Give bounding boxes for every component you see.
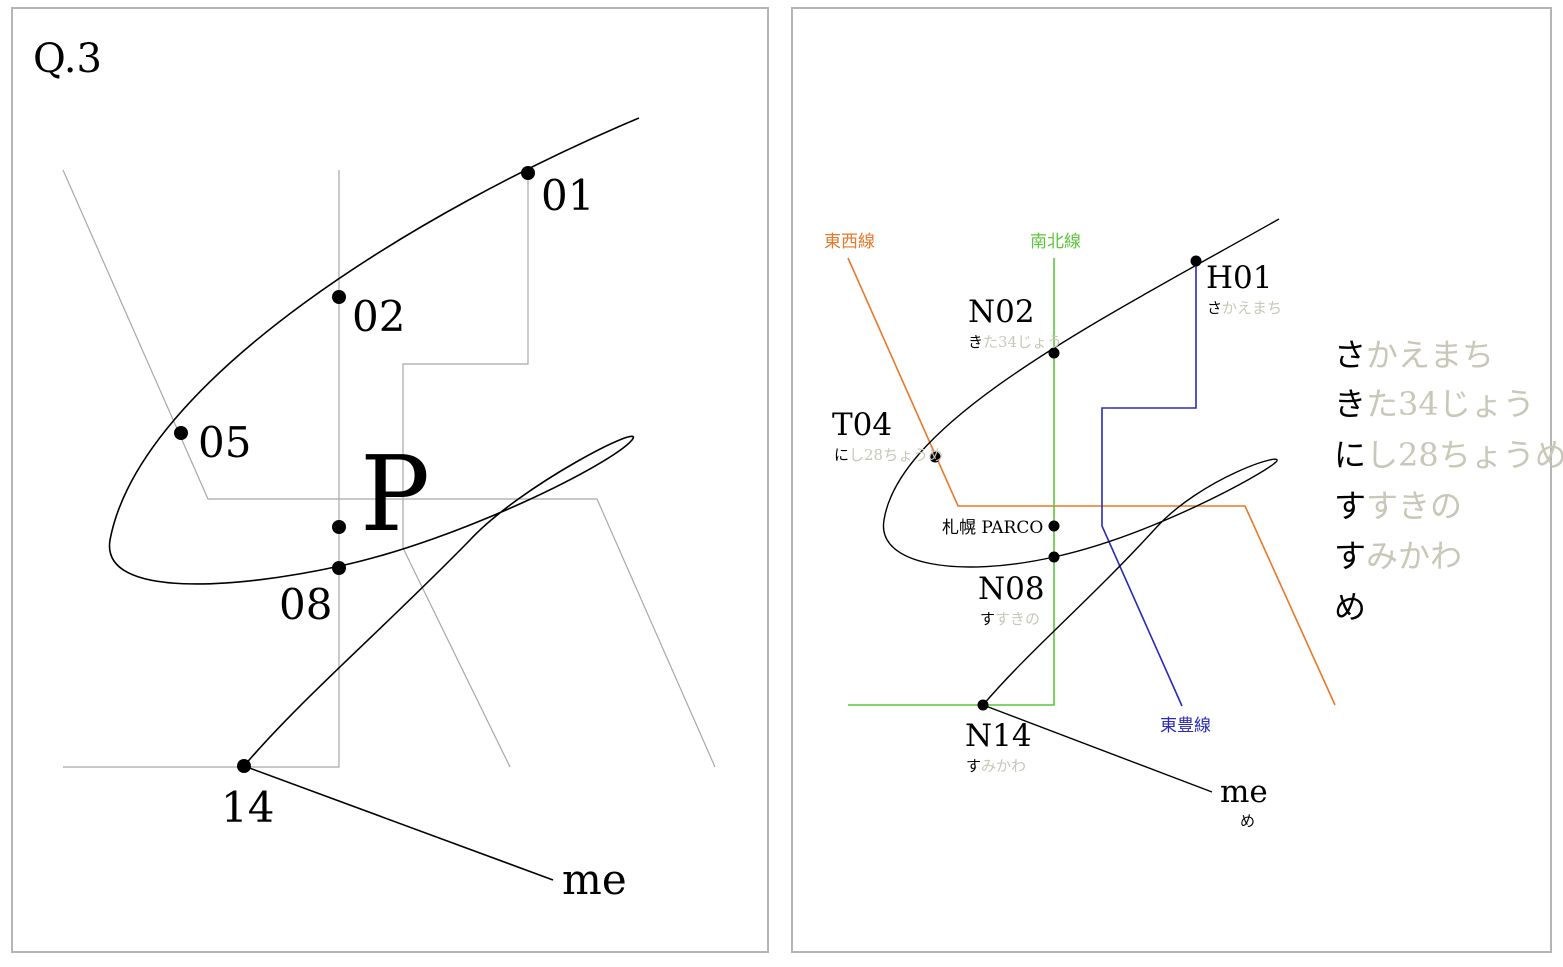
dot-h01 bbox=[1190, 255, 1202, 267]
acrostic-rest: し28ちょうめ bbox=[1366, 436, 1563, 474]
right-panel bbox=[791, 7, 1552, 953]
acrostic-first: き bbox=[1334, 385, 1366, 423]
acrostic-row: め bbox=[1334, 588, 1366, 626]
dot-01 bbox=[521, 166, 535, 180]
acrostic-row: さかえまち bbox=[1334, 336, 1494, 374]
left-gray-lines bbox=[62, 169, 716, 768]
acrostic-row: きた34じょう bbox=[1334, 385, 1535, 423]
acrostic-first: す bbox=[1334, 537, 1366, 575]
left-line-toho bbox=[402, 172, 529, 768]
acrostic-row: すみかわ bbox=[1334, 537, 1462, 575]
acrostic-rest: かえまち bbox=[1366, 336, 1494, 374]
reading-n02-rest: た34じょう bbox=[983, 333, 1062, 351]
reading-h01-first: さ bbox=[1207, 299, 1222, 317]
dot-t04 bbox=[929, 451, 941, 463]
reading-n08: すすきの bbox=[980, 610, 1040, 628]
label-me: me bbox=[562, 855, 627, 904]
left-station-dots bbox=[174, 166, 535, 773]
reading-n08-rest: すきの bbox=[995, 610, 1040, 628]
code-n08: N08 bbox=[978, 571, 1045, 607]
acrostic-first: め bbox=[1334, 588, 1366, 626]
big-letter-p: P bbox=[360, 433, 430, 555]
acrostic-first: す bbox=[1334, 487, 1366, 525]
left-trajectory bbox=[108, 117, 640, 881]
dot-n02 bbox=[1048, 347, 1060, 359]
line-nanboku bbox=[848, 258, 1055, 706]
right-station-dots bbox=[929, 255, 1202, 711]
reading-h01-rest: かえまち bbox=[1222, 299, 1282, 317]
reading-t04-first: に bbox=[834, 446, 849, 464]
code-me: me bbox=[1220, 774, 1268, 810]
reading-h01: さかえまち bbox=[1207, 299, 1282, 317]
reading-t04-rest: し28ちょうめ bbox=[849, 446, 943, 464]
acrostic-first: さ bbox=[1334, 336, 1366, 374]
label-05: 05 bbox=[198, 418, 251, 467]
reading-n08-first: す bbox=[980, 610, 995, 628]
line-name-tozai: 東西線 bbox=[824, 232, 875, 252]
code-t04: T04 bbox=[832, 407, 892, 443]
line-name-toho: 東豊線 bbox=[1160, 716, 1211, 736]
acrostic-rest: た34じょう bbox=[1366, 385, 1535, 423]
dot-08 bbox=[332, 561, 346, 575]
reading-n14: すみかわ bbox=[966, 757, 1026, 775]
code-h01: H01 bbox=[1206, 260, 1272, 296]
acrostic-row: すすきの bbox=[1334, 487, 1462, 525]
dot-n08 bbox=[1048, 551, 1060, 563]
reading-t04: にし28ちょうめ bbox=[834, 446, 943, 464]
acrostic-rest: みかわ bbox=[1366, 537, 1462, 575]
dot-p bbox=[332, 520, 346, 534]
dot-parco bbox=[1048, 520, 1060, 532]
reading-n14-rest: みかわ bbox=[981, 757, 1026, 775]
acrostic-first: に bbox=[1334, 436, 1366, 474]
dot-02 bbox=[332, 290, 346, 304]
acrostic-rest: すきの bbox=[1366, 487, 1462, 525]
label-sapporo-parco: 札幌 PARCO bbox=[942, 518, 1043, 538]
question-number: Q.3 bbox=[33, 36, 102, 82]
line-name-nanboku: 南北線 bbox=[1030, 232, 1081, 252]
dot-14 bbox=[237, 759, 251, 773]
label-08: 08 bbox=[279, 580, 332, 629]
label-01: 01 bbox=[541, 171, 594, 220]
dot-n14 bbox=[977, 699, 989, 711]
acrostic-list: さかえまち きた34じょう にし28ちょうめ すすきの すみかわ め bbox=[1334, 336, 1563, 626]
reading-me: め bbox=[1240, 812, 1255, 830]
reading-n02: きた34じょう bbox=[968, 333, 1062, 351]
line-toho bbox=[1101, 262, 1197, 707]
code-n02: N02 bbox=[968, 294, 1035, 330]
left-panel bbox=[11, 7, 769, 953]
label-14: 14 bbox=[221, 783, 274, 832]
right-trajectory bbox=[882, 218, 1280, 793]
label-02: 02 bbox=[352, 292, 405, 341]
acrostic-row: にし28ちょうめ bbox=[1334, 436, 1563, 474]
reading-n02-first: き bbox=[968, 333, 983, 351]
reading-n14-first: す bbox=[966, 757, 981, 775]
left-line-nanboku bbox=[63, 170, 340, 768]
dot-05 bbox=[174, 426, 188, 440]
code-n14: N14 bbox=[965, 718, 1032, 754]
